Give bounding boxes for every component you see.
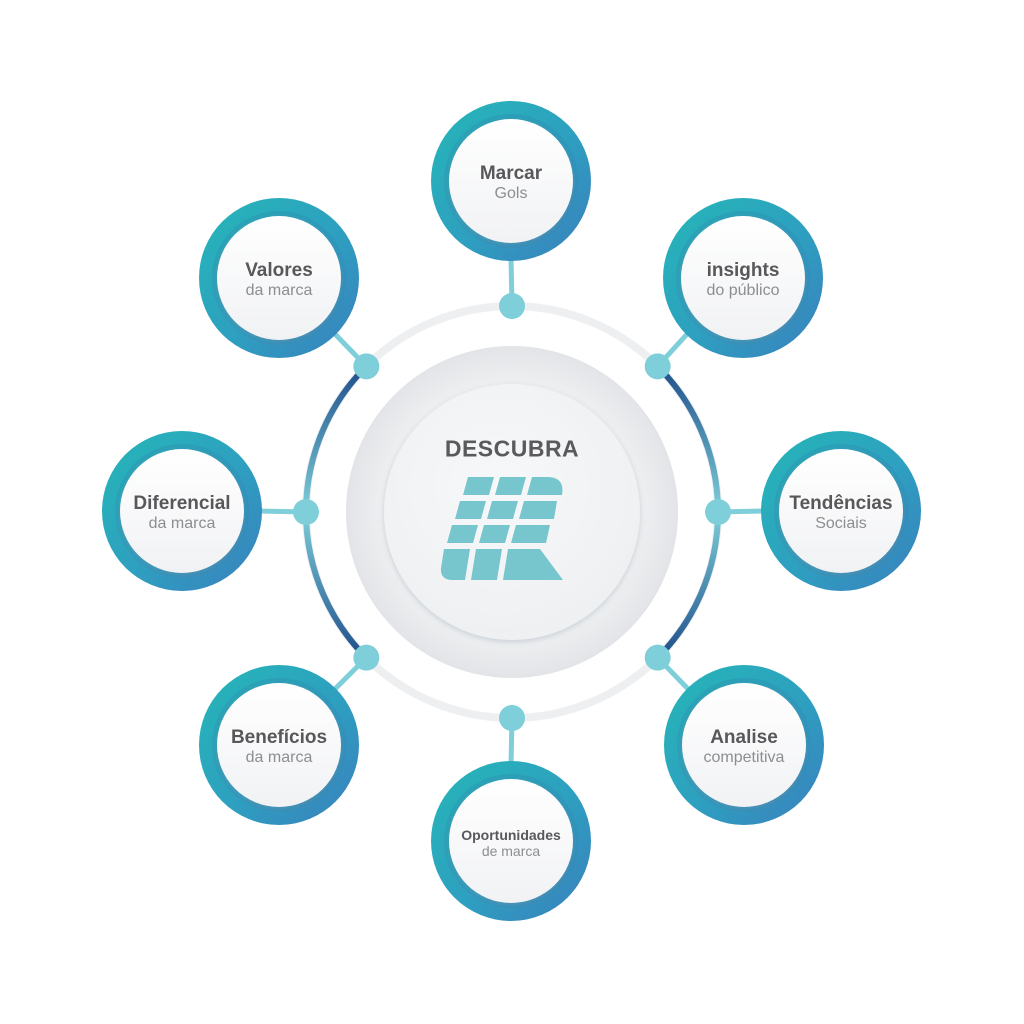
connector-dots [293, 293, 731, 731]
node-subtitle: da marca [245, 748, 313, 766]
connector-dot-insights-publico [644, 353, 671, 380]
node-inner-beneficios-marca [217, 683, 341, 807]
node-valores-marca [199, 198, 359, 358]
connector-dot-analise-competitiva [644, 644, 671, 671]
node-subtitle: do público [706, 281, 780, 299]
connector-dot-beneficios-marca [353, 644, 380, 671]
node-title: Valores [245, 259, 313, 281]
node-inner-valores-marca [217, 216, 341, 340]
node-subtitle: da marca [245, 281, 313, 299]
node-subtitle: Gols [494, 184, 528, 202]
node-inner-analise-competitiva [682, 683, 806, 807]
node-oportunidades-marca [431, 761, 591, 921]
node-subtitle: de marca [481, 843, 541, 859]
node-title: Oportunidades [461, 826, 561, 843]
connector-dot-tendencias-sociais [705, 499, 731, 525]
node-inner-marcar-gols [449, 119, 573, 243]
grid-speech-bubble-logo [440, 477, 563, 580]
node-title: Diferencial [133, 492, 231, 514]
node-diferencial-marca [102, 431, 262, 591]
node-tendencias-sociais [761, 431, 921, 591]
node-beneficios-marca [199, 665, 359, 825]
node-subtitle: da marca [148, 514, 216, 532]
connector-dot-oportunidades-marca [499, 705, 525, 731]
node-inner-tendencias-sociais [779, 449, 903, 573]
node-subtitle: competitiva [703, 748, 785, 766]
node-title: Marcar [479, 162, 543, 184]
nodes [102, 101, 921, 921]
node-subtitle: Sociais [815, 514, 867, 532]
node-insights-publico [663, 198, 823, 358]
connector-dot-valores-marca [353, 353, 380, 380]
connector-dot-diferencial-marca [293, 499, 319, 525]
node-title: Benefícios [230, 726, 328, 748]
node-title: Tendências [789, 492, 893, 514]
node-inner-insights-publico [681, 216, 805, 340]
connector-dot-marcar-gols [499, 293, 525, 319]
node-title: Analise [710, 726, 778, 748]
center-title: DESCUBRA [444, 435, 580, 462]
node-marcar-gols [431, 101, 591, 261]
node-inner-oportunidades-marca [449, 779, 573, 903]
node-inner-diferencial-marca [120, 449, 244, 573]
node-title: insights [706, 259, 780, 281]
node-analise-competitiva [664, 665, 824, 825]
